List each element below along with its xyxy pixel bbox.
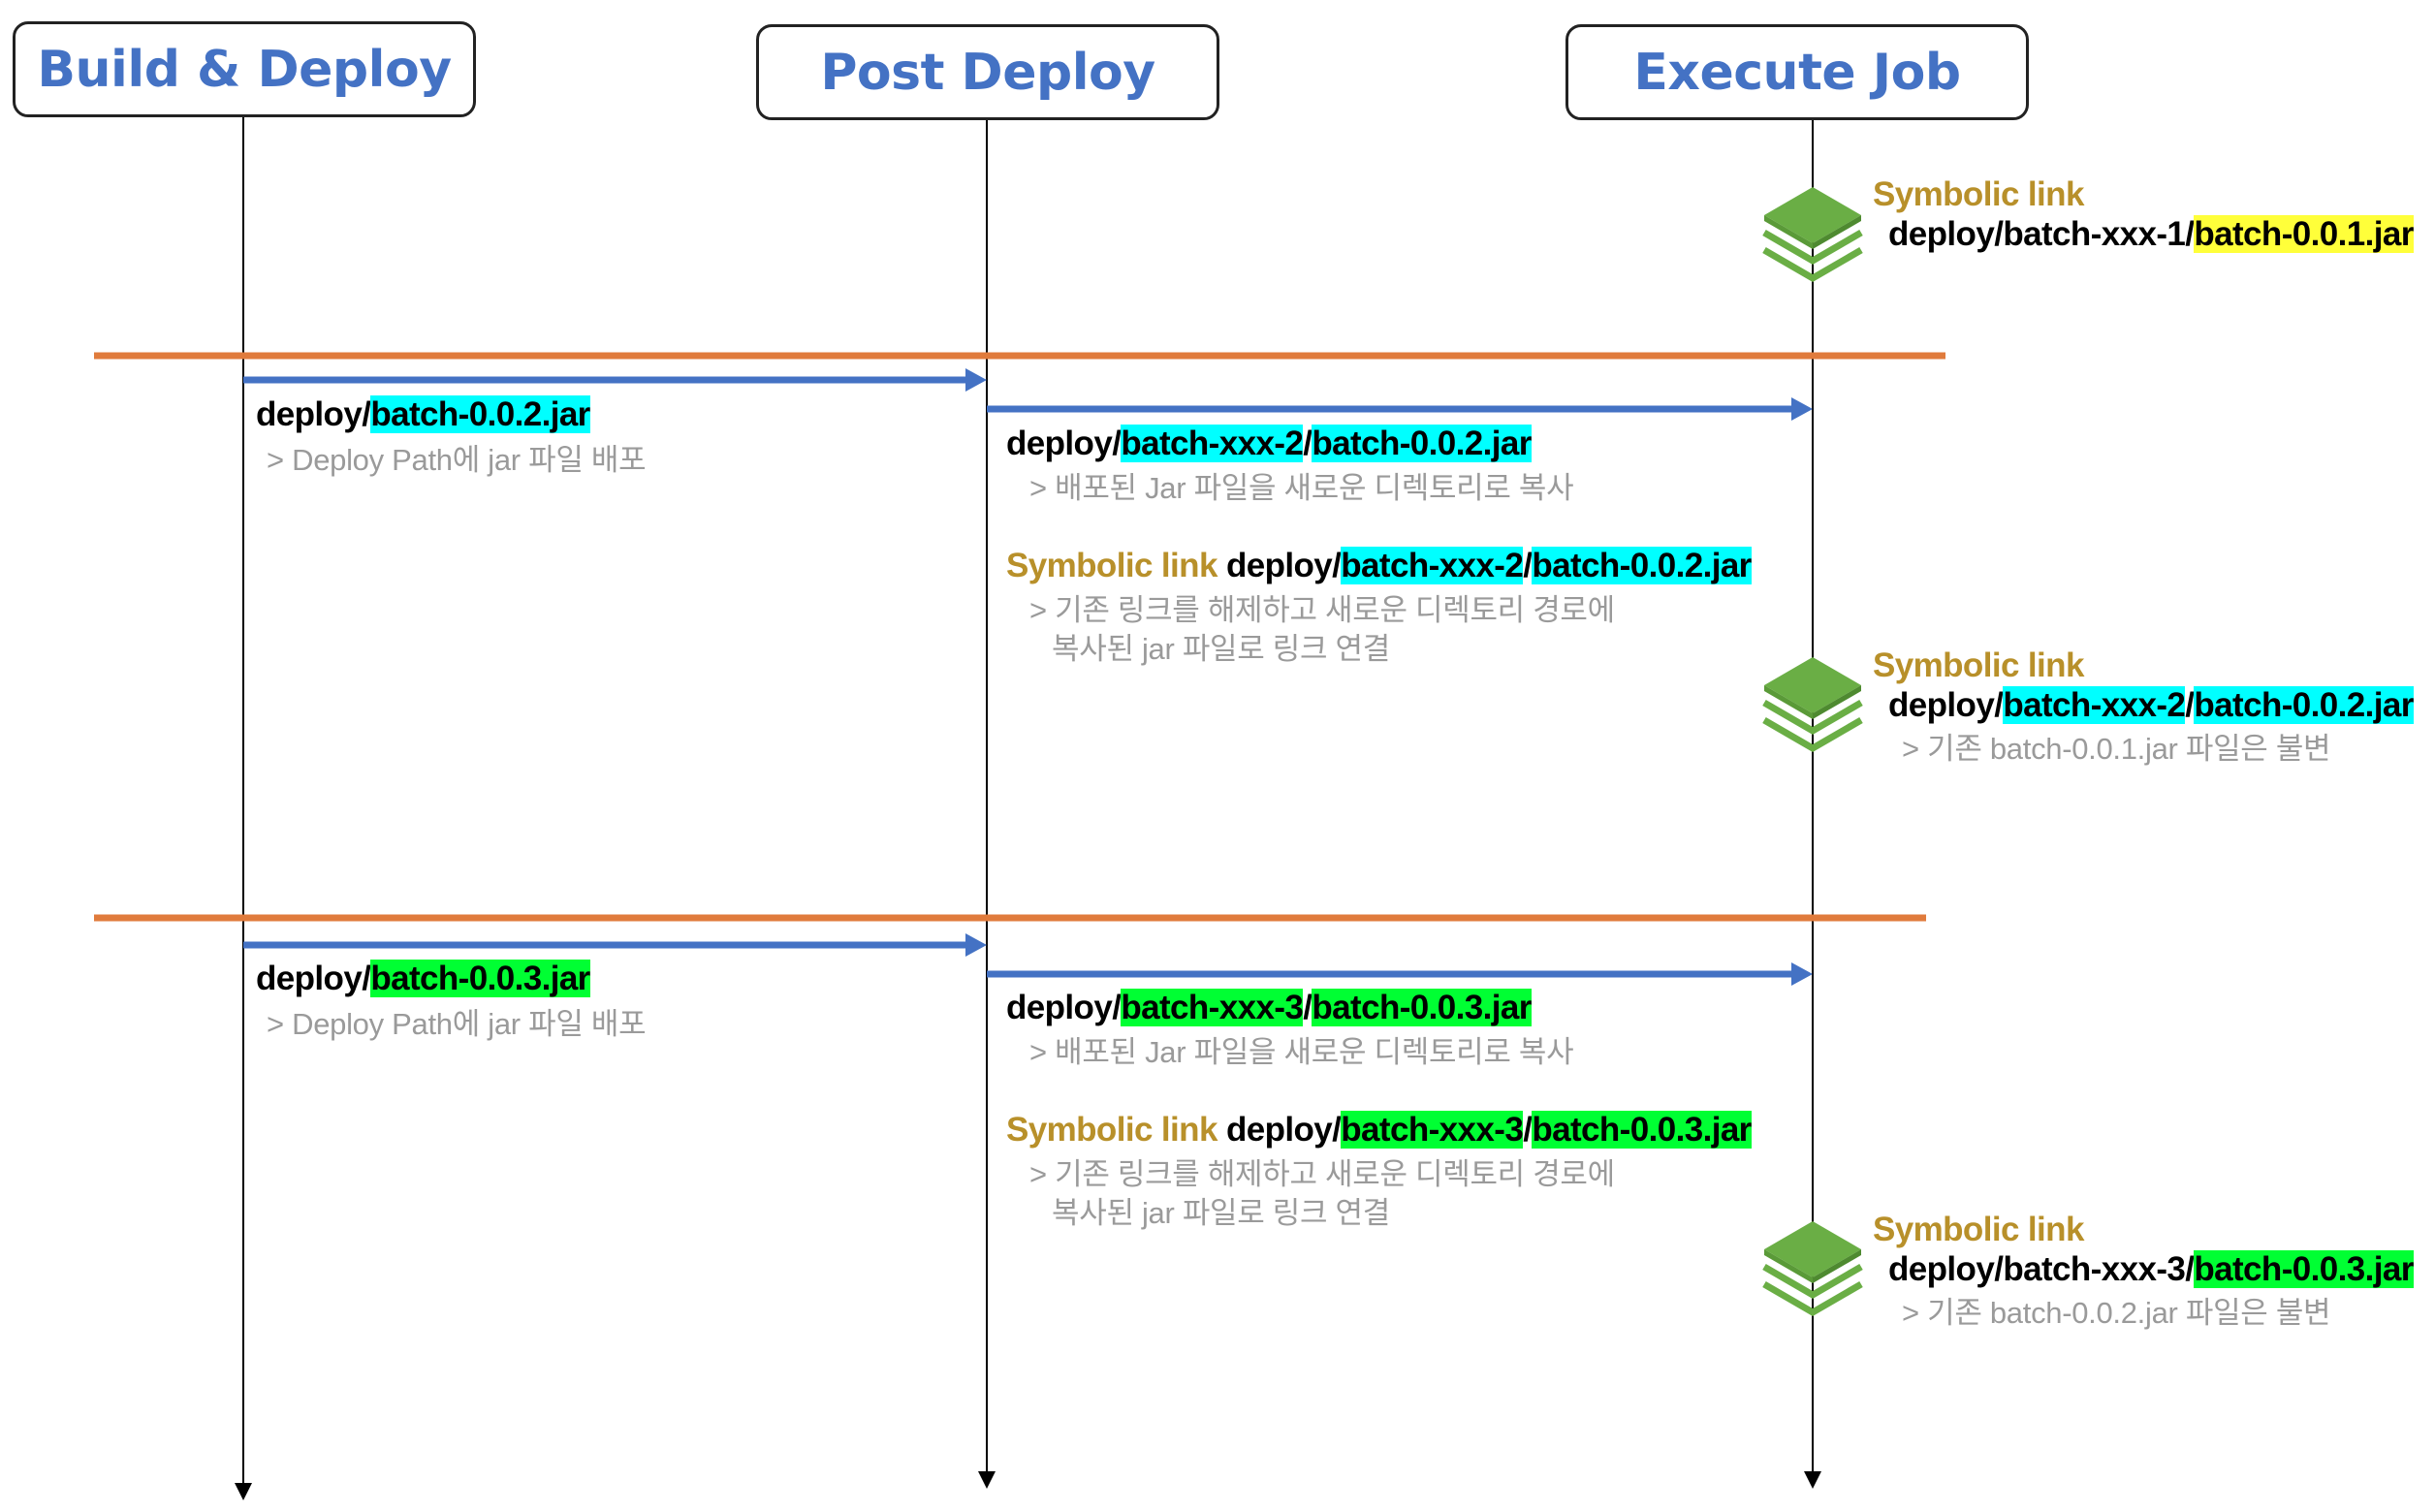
step2-exec-link-path: deploy/batch-xxx-3/batch-0.0.3.jar	[1888, 1250, 2414, 1289]
step2-build-note: > Deploy Path에 jar 파일 배포	[267, 1007, 647, 1041]
step1-link-line: Symbolic link deploy/batch-xxx-2/batch-0…	[1006, 547, 1752, 585]
lifeline-post-end	[978, 1471, 996, 1489]
step1-post-prefix: deploy/	[1006, 425, 1122, 462]
step2-exec-prefix: deploy/batch-xxx-3/	[1888, 1250, 2195, 1288]
step1-link-sep: /	[1523, 547, 1533, 584]
step1-link-jar: batch-0.0.2.jar	[1532, 547, 1752, 584]
step1-post-jar: batch-0.0.2.jar	[1312, 425, 1532, 462]
step1-post-sep: /	[1303, 425, 1312, 462]
initial-path-prefix: deploy/batch-xxx-1/	[1888, 215, 2195, 253]
step2-link-prefix: deploy/	[1217, 1111, 1342, 1149]
step2-link-note-1: > 기존 링크를 해제하고 새로운 디렉토리 경로에	[1029, 1157, 1615, 1191]
step2-link-jar: batch-0.0.3.jar	[1532, 1111, 1752, 1149]
step1-link-note-1: > 기존 링크를 해제하고 새로운 디렉토리 경로에	[1029, 593, 1615, 627]
step2-link-sep: /	[1523, 1111, 1533, 1149]
step2-post-dir: batch-xxx-3	[1121, 989, 1304, 1026]
step1-exec-jar: batch-0.0.2.jar	[2194, 686, 2414, 724]
step2-build-jar: batch-0.0.3.jar	[370, 960, 590, 997]
step2-link-dir: batch-xxx-3	[1341, 1111, 1524, 1149]
stack-icon	[1762, 187, 1863, 283]
step1-link-prefix: deploy/	[1217, 547, 1342, 584]
step2-exec-note: > 기존 batch-0.0.2.jar 파일은 불변	[1902, 1296, 2331, 1330]
step2-exec-jar: batch-0.0.3.jar	[2194, 1250, 2414, 1288]
step1-build-prefix: deploy/	[256, 395, 371, 433]
actor-execute-job: Execute Job	[1565, 24, 2029, 120]
step1-exec-prefix: deploy/	[1888, 686, 2004, 724]
step1-post-path: deploy/batch-xxx-2/batch-0.0.2.jar	[1006, 425, 1532, 463]
step2-post-prefix: deploy/	[1006, 989, 1122, 1026]
arrow-head-post-to-exec-1	[1791, 397, 1813, 421]
step1-build-jar: batch-0.0.2.jar	[370, 395, 590, 433]
step2-build-prefix: deploy/	[256, 960, 371, 997]
step1-exec-link-label: Symbolic link	[1873, 646, 2084, 684]
step1-exec-dir: batch-xxx-2	[2003, 686, 2186, 724]
step2-link-label: Symbolic link	[1006, 1111, 1218, 1149]
step2-build-path: deploy/batch-0.0.3.jar	[256, 960, 590, 998]
step1-exec-sep: /	[2185, 686, 2195, 724]
arrow-head-build-to-post-1	[965, 368, 987, 392]
actor-build-deploy: Build & Deploy	[13, 21, 476, 117]
lifeline-build-end	[235, 1483, 252, 1500]
actor-execute-job-label: Execute Job	[1633, 43, 1961, 102]
step2-link-line: Symbolic link deploy/batch-xxx-3/batch-0…	[1006, 1111, 1752, 1150]
initial-symbolic-link-path: deploy/batch-xxx-1/batch-0.0.1.jar	[1888, 215, 2414, 254]
step1-build-path: deploy/batch-0.0.2.jar	[256, 395, 590, 434]
stack-icon	[1762, 1221, 1863, 1317]
step1-link-dir: batch-xxx-2	[1341, 547, 1524, 584]
step2-post-path: deploy/batch-xxx-3/batch-0.0.3.jar	[1006, 989, 1532, 1027]
step1-build-note: > Deploy Path에 jar 파일 배포	[267, 443, 647, 477]
step2-post-sep: /	[1303, 989, 1312, 1026]
step2-link-note-2: 복사된 jar 파일로 링크 연결	[1052, 1196, 1391, 1230]
actor-post-deploy-label: Post Deploy	[820, 43, 1155, 102]
initial-path-jar: batch-0.0.1.jar	[2194, 215, 2414, 253]
step1-exec-note: > 기존 batch-0.0.1.jar 파일은 불변	[1902, 732, 2331, 766]
step1-post-note: > 배포된 Jar 파일을 새로운 디렉토리로 복사	[1029, 471, 1574, 505]
step1-exec-link-path: deploy/batch-xxx-2/batch-0.0.2.jar	[1888, 686, 2414, 725]
step2-exec-link-label: Symbolic link	[1873, 1211, 2084, 1248]
initial-symbolic-link-label: Symbolic link	[1873, 175, 2084, 213]
actor-build-deploy-label: Build & Deploy	[37, 40, 452, 99]
arrow-head-post-to-exec-2	[1791, 962, 1813, 986]
step2-post-note: > 배포된 Jar 파일을 새로운 디렉토리로 복사	[1029, 1035, 1574, 1069]
step1-link-label: Symbolic link	[1006, 547, 1218, 584]
step1-link-note-2: 복사된 jar 파일로 링크 연결	[1052, 632, 1391, 666]
step2-post-jar: batch-0.0.3.jar	[1312, 989, 1532, 1026]
step1-post-dir: batch-xxx-2	[1121, 425, 1304, 462]
actor-post-deploy: Post Deploy	[756, 24, 1219, 120]
stack-icon	[1762, 657, 1863, 753]
lifeline-exec-end	[1804, 1471, 1821, 1489]
arrow-head-build-to-post-2	[965, 933, 987, 957]
